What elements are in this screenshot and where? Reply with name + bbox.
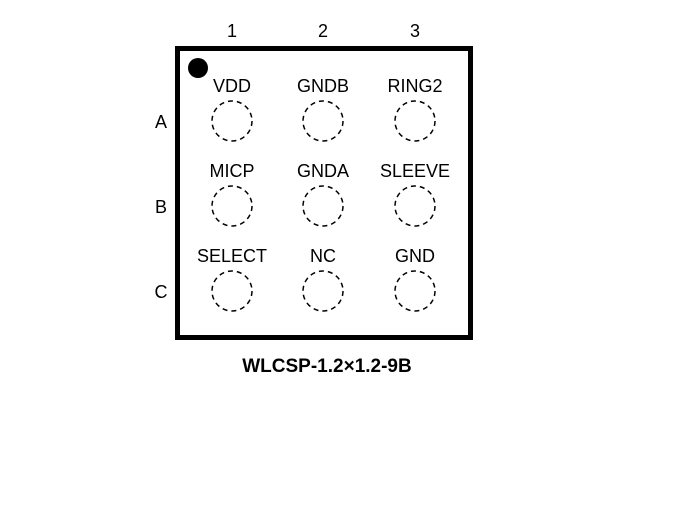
- row-label: A: [155, 112, 167, 132]
- solder-ball-outline: [211, 100, 253, 142]
- column-label: 1: [227, 21, 237, 41]
- pin-C3: GND: [394, 246, 436, 312]
- pin-B1: MICP: [210, 161, 255, 227]
- solder-ball-outline: [211, 270, 253, 312]
- solder-ball-outline: [302, 100, 344, 142]
- pin-B3: SLEEVE: [380, 161, 450, 227]
- solder-ball-outline: [394, 270, 436, 312]
- solder-ball-outline: [302, 185, 344, 227]
- row-label: B: [155, 197, 167, 217]
- package-name: WLCSP-1.2×1.2-9B: [242, 356, 411, 377]
- pin-label: GND: [395, 246, 435, 266]
- row-label: C: [155, 282, 168, 302]
- pin-B2: GNDA: [297, 161, 349, 227]
- pin-label: GNDB: [297, 76, 349, 96]
- pin-label: RING2: [387, 76, 442, 96]
- pin-label: NC: [310, 246, 336, 266]
- pin-label: VDD: [213, 76, 251, 96]
- pin-label: SELECT: [197, 246, 267, 266]
- pin-C2: NC: [302, 246, 344, 312]
- pin1-marker-dot: [188, 58, 208, 78]
- column-label: 3: [410, 21, 420, 41]
- solder-ball-outline: [394, 185, 436, 227]
- pin-A2: GNDB: [297, 76, 349, 142]
- solder-ball-outline: [302, 270, 344, 312]
- pin-C1: SELECT: [197, 246, 267, 312]
- pin-label: SLEEVE: [380, 161, 450, 181]
- pin-label: MICP: [210, 161, 255, 181]
- column-label: 2: [318, 21, 328, 41]
- solder-ball-outline: [394, 100, 436, 142]
- pin-A3: RING2: [387, 76, 443, 142]
- pin-label: GNDA: [297, 161, 349, 181]
- pin-A1: VDD: [211, 76, 253, 142]
- package-outline: [175, 46, 473, 340]
- solder-ball-outline: [211, 185, 253, 227]
